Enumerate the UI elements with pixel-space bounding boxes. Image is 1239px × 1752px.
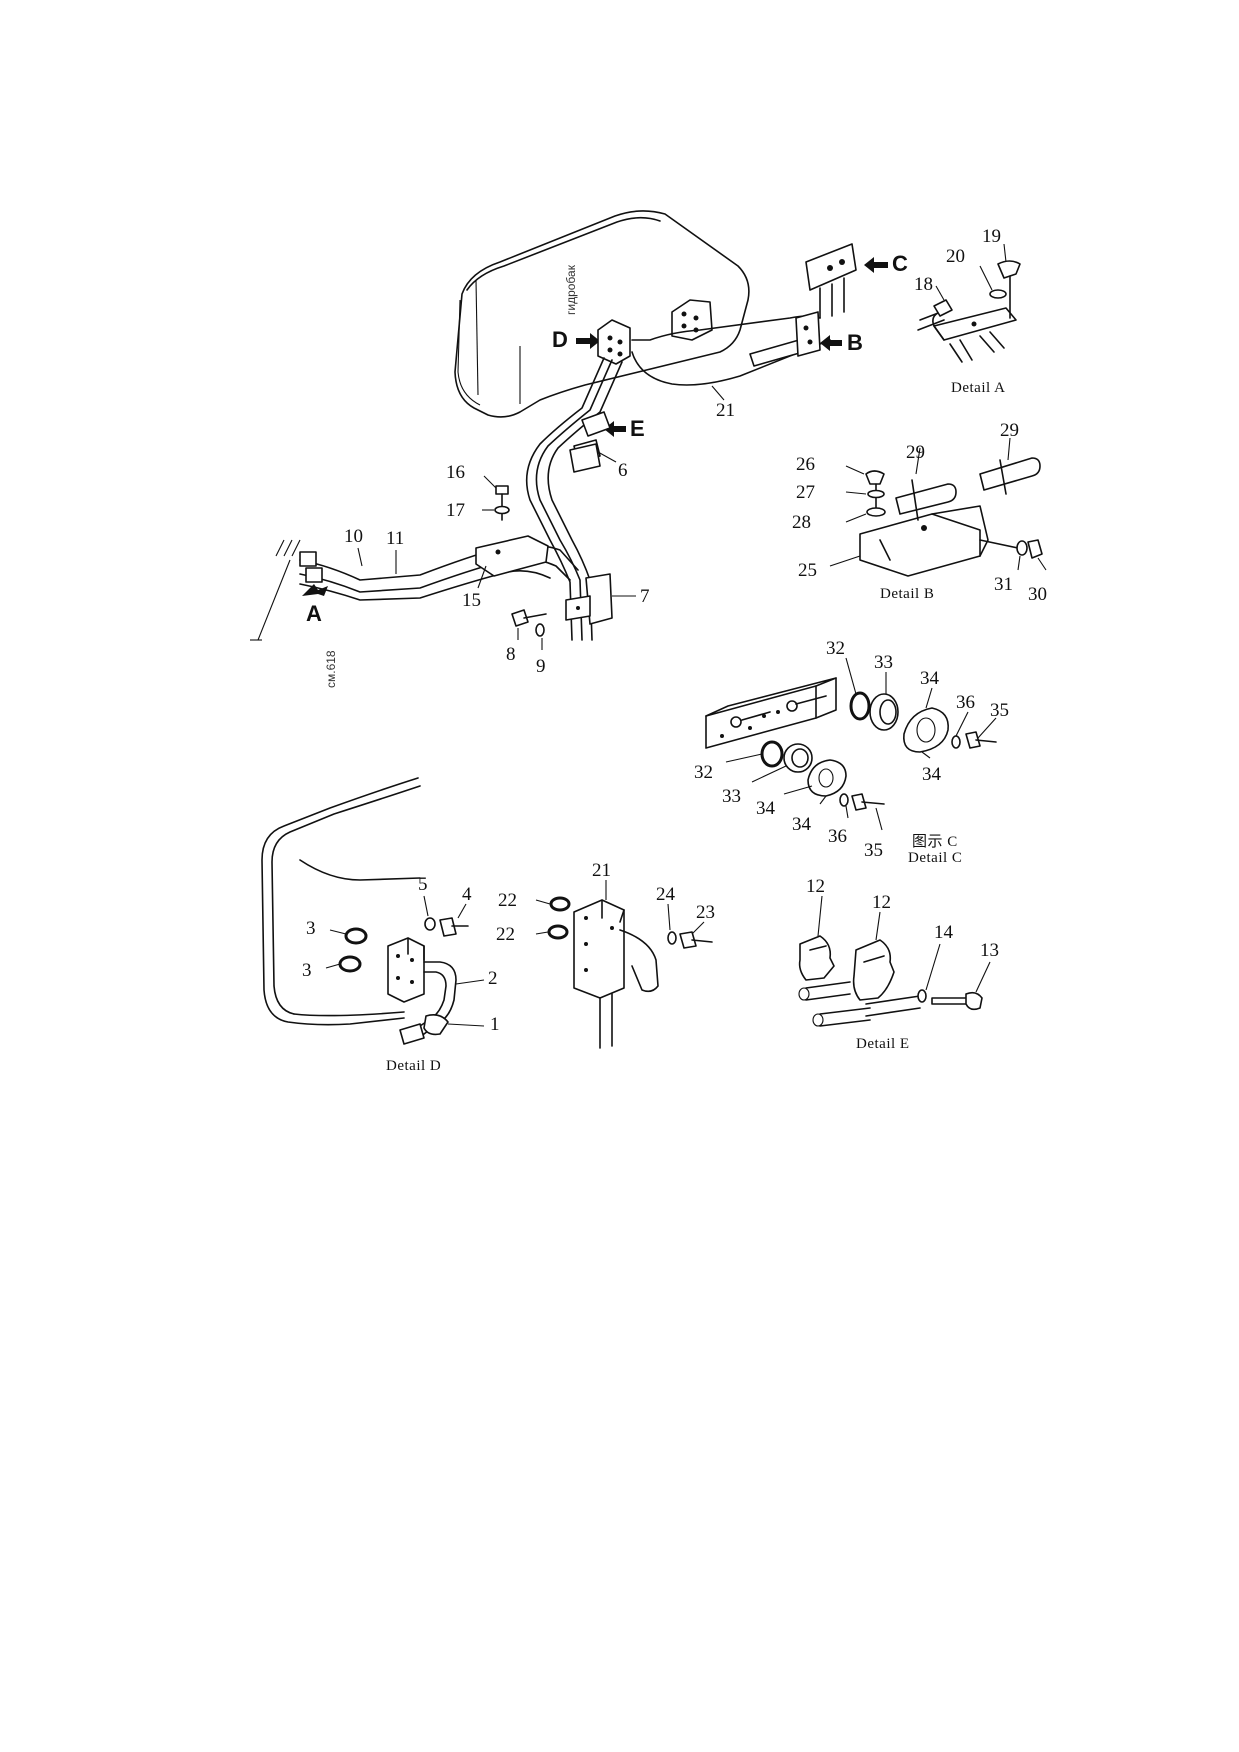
label-14: 14 bbox=[934, 922, 954, 943]
label-34b: 34 bbox=[922, 764, 942, 785]
label-33a: 33 bbox=[874, 652, 893, 673]
label-27: 27 bbox=[796, 482, 815, 503]
label-22a: 22 bbox=[498, 890, 517, 911]
bracket-7 bbox=[565, 573, 613, 625]
label-29b: 29 bbox=[1000, 420, 1019, 441]
label-4: 4 bbox=[462, 884, 472, 905]
view-letter-b: B bbox=[847, 330, 863, 355]
view-letter-e: E bbox=[630, 416, 645, 441]
label-3a: 3 bbox=[306, 918, 316, 939]
label-11: 11 bbox=[386, 528, 404, 549]
valve-manifold-c bbox=[805, 243, 857, 319]
leader-15 bbox=[477, 565, 487, 589]
label-29a: 29 bbox=[906, 442, 925, 463]
leader-6 bbox=[597, 451, 617, 463]
label-9: 9 bbox=[536, 656, 546, 677]
label-21-main: 21 bbox=[716, 400, 735, 421]
label-34a: 34 bbox=[920, 668, 940, 689]
caption-detail-a: Detail A bbox=[951, 380, 1005, 396]
label-36a: 36 bbox=[956, 692, 975, 713]
label-17: 17 bbox=[446, 500, 465, 521]
label-12a: 12 bbox=[806, 876, 825, 897]
label-22b: 22 bbox=[496, 924, 515, 945]
label-30: 30 bbox=[1028, 584, 1047, 605]
caption-detail-b: Detail B bbox=[880, 586, 934, 602]
detail-d: 3 3 5 4 2 1 Detail D bbox=[261, 777, 500, 1074]
label-35a: 35 bbox=[990, 700, 1009, 721]
label-19: 19 bbox=[982, 226, 1001, 247]
leader-21 bbox=[711, 385, 725, 401]
bracket-6 bbox=[569, 443, 601, 473]
detail-e: 12 12 14 13 Detail E bbox=[798, 876, 999, 1052]
caption-detail-d: Detail D bbox=[386, 1058, 441, 1074]
label-20: 20 bbox=[946, 246, 965, 267]
detail-a: 19 20 18 Detail A bbox=[914, 226, 1021, 396]
sheet-code: cм.618 bbox=[324, 650, 338, 688]
washer-17 bbox=[494, 505, 510, 515]
label-34d: 34 bbox=[792, 814, 812, 835]
main-assembly: гидробак D C B E A bbox=[250, 210, 908, 688]
detail-c: 32 33 34 36 35 34 32 33 34 34 36 35 图示 C… bbox=[694, 638, 1009, 866]
label-8: 8 bbox=[506, 644, 516, 665]
label-10: 10 bbox=[344, 526, 363, 547]
view-letter-a: A bbox=[306, 601, 322, 626]
label-28: 28 bbox=[792, 512, 811, 533]
caption-detail-c: Detail C bbox=[908, 850, 962, 866]
label-32b: 32 bbox=[694, 762, 713, 783]
view-arrow-b: B bbox=[820, 330, 863, 355]
view-arrow-d: D bbox=[552, 327, 600, 352]
label-36b: 36 bbox=[828, 826, 847, 847]
bracket-b-plate bbox=[749, 311, 821, 367]
label-33b: 33 bbox=[722, 786, 741, 807]
label-2: 2 bbox=[488, 968, 498, 989]
label-35b: 35 bbox=[864, 840, 883, 861]
label-1: 1 bbox=[490, 1014, 500, 1035]
view-arrow-a: A bbox=[302, 584, 328, 626]
detail-21: 21 22 22 24 23 bbox=[496, 860, 715, 1049]
label-3b: 3 bbox=[302, 960, 312, 981]
tank-outlet-block bbox=[597, 319, 631, 365]
label-16: 16 bbox=[446, 462, 465, 483]
label-23: 23 bbox=[696, 902, 715, 923]
clamp-15 bbox=[475, 535, 549, 577]
label-32a: 32 bbox=[826, 638, 845, 659]
label-34c: 34 bbox=[756, 798, 776, 819]
label-25: 25 bbox=[798, 560, 817, 581]
label-5: 5 bbox=[418, 874, 428, 895]
label-26: 26 bbox=[796, 454, 815, 475]
label-15: 15 bbox=[462, 590, 481, 611]
label-21-detail: 21 bbox=[592, 860, 611, 881]
view-letter-c: C bbox=[892, 251, 908, 276]
view-letter-d: D bbox=[552, 327, 568, 352]
bolt-8 bbox=[511, 609, 547, 627]
label-7: 7 bbox=[640, 586, 650, 607]
washer-9 bbox=[535, 623, 545, 637]
hydraulic-tank: гидробак bbox=[454, 210, 750, 418]
tank-label: гидробак bbox=[564, 264, 578, 315]
detail-b: 26 27 28 25 29 29 31 30 Detail B bbox=[792, 420, 1047, 605]
bolt-16 bbox=[495, 485, 509, 521]
leader-10 bbox=[357, 547, 363, 567]
label-31: 31 bbox=[994, 574, 1013, 595]
label-13: 13 bbox=[980, 940, 999, 961]
caption-detail-c-cn: 图示 C bbox=[912, 833, 958, 850]
label-18: 18 bbox=[914, 274, 933, 295]
view-arrow-c: C bbox=[864, 251, 908, 276]
leader-16 bbox=[483, 475, 497, 489]
label-6: 6 bbox=[618, 460, 628, 481]
label-24: 24 bbox=[656, 884, 676, 905]
label-12b: 12 bbox=[872, 892, 891, 913]
caption-detail-e: Detail E bbox=[856, 1036, 910, 1052]
